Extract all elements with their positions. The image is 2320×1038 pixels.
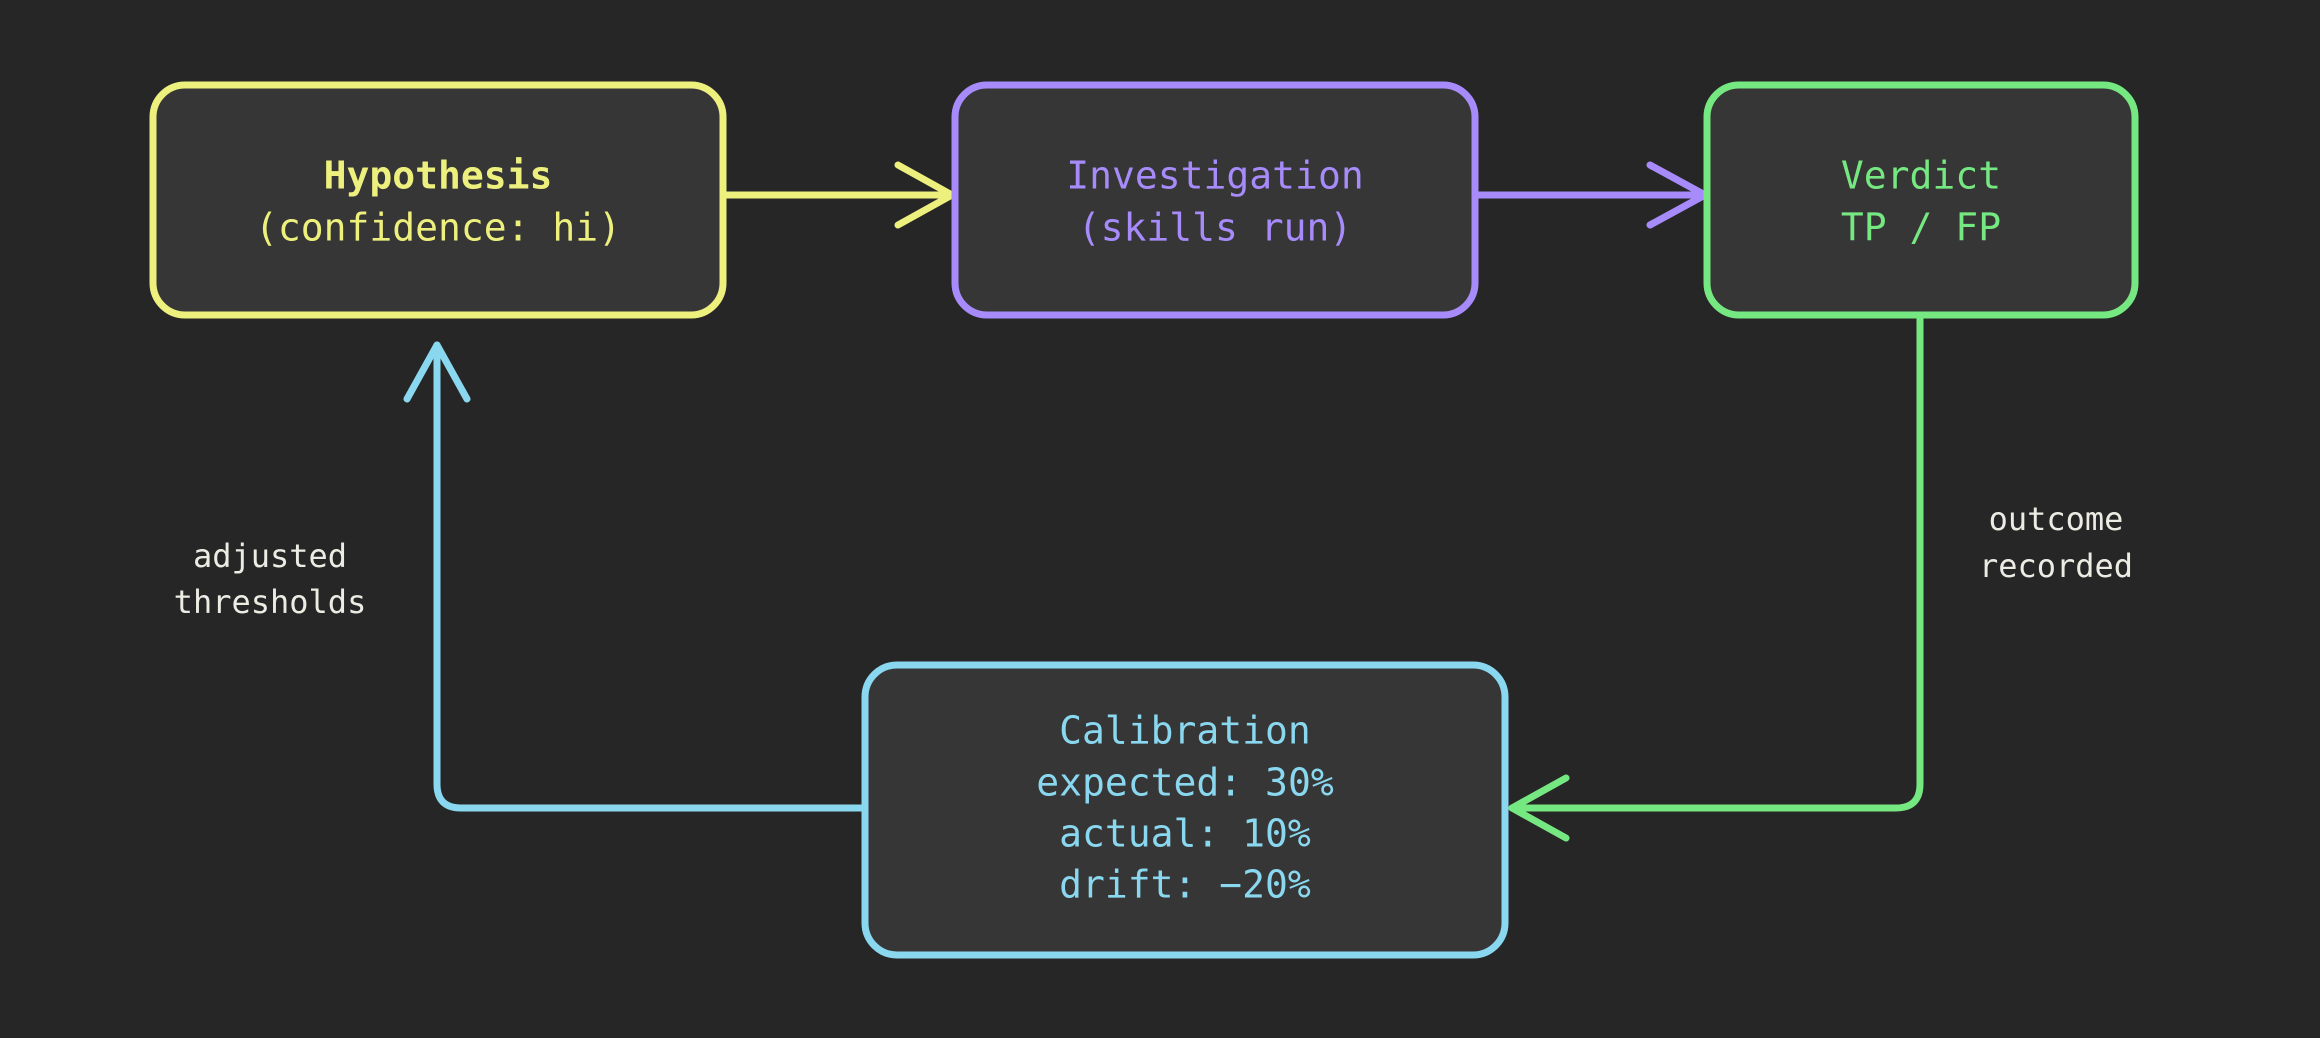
edge-label-line2: recorded: [1979, 547, 2133, 585]
node-hypothesis-shape[interactable]: [149, 81, 727, 319]
edge-line: [433, 341, 867, 812]
node-investigation-shape[interactable]: [951, 81, 1479, 319]
edge-verdict-to-calibration: [1508, 313, 1924, 842]
edge-line: [1508, 313, 1924, 812]
arrow-head-icon: [403, 341, 471, 403]
node-hypothesis-title: Hypothesis: [324, 154, 553, 198]
edge-label-adjusted-thresholds: adjusted thresholds: [174, 537, 367, 621]
edge-calibration-to-hypothesis: [403, 341, 867, 812]
node-calibration[interactable]: Calibration expected: 30% actual: 10% dr…: [861, 661, 1509, 959]
node-investigation-title: Investigation: [1066, 154, 1363, 198]
node-hypothesis[interactable]: Hypothesis (confidence: hi): [149, 81, 727, 319]
edge-label-line1: outcome: [1989, 500, 2124, 538]
node-calibration-title: Calibration: [1059, 709, 1311, 753]
node-verdict-shape[interactable]: [1703, 81, 2139, 319]
edge-hypothesis-to-investigation: [719, 161, 956, 229]
node-verdict[interactable]: Verdict TP / FP: [1703, 81, 2139, 319]
edge-label-outcome-recorded: outcome recorded: [1979, 500, 2133, 585]
node-investigation[interactable]: Investigation (skills run): [951, 81, 1479, 319]
node-calibration-line2: expected: 30%: [1036, 761, 1334, 805]
edge-label-line1: adjusted: [193, 537, 347, 575]
node-hypothesis-line2: (confidence: hi): [255, 206, 621, 250]
edge-label-line2: thresholds: [174, 583, 367, 621]
node-verdict-line2: TP / FP: [1841, 206, 2001, 250]
node-calibration-line3: actual: 10%: [1059, 812, 1311, 856]
node-calibration-shape[interactable]: [861, 661, 1509, 959]
node-calibration-line4: drift: −20%: [1059, 863, 1311, 907]
node-verdict-title: Verdict: [1841, 154, 2001, 198]
arrow-head-icon: [1508, 774, 1570, 842]
edge-investigation-to-verdict: [1473, 161, 1709, 229]
node-investigation-line2: (skills run): [1078, 206, 1353, 250]
